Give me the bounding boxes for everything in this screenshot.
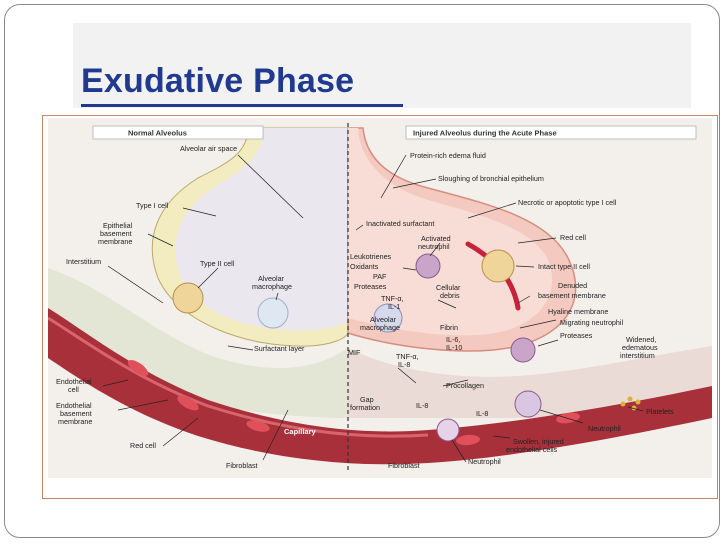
- label-surfactant-layer: Surfactant layer: [254, 344, 305, 353]
- label-alveolar-air-space: Alveolar air space: [180, 144, 237, 153]
- label-protein-rich-edema: Protein-rich edema fluid: [410, 151, 486, 160]
- slide-title: Exudative Phase: [81, 62, 355, 100]
- label-type-ii-cell: Type II cell: [200, 259, 235, 268]
- red-cell: [456, 434, 480, 446]
- label-il8-b: IL-8: [476, 409, 488, 418]
- label-oxidants: Oxidants: [350, 262, 379, 271]
- label-epithelial-bm-2: basement: [100, 229, 132, 238]
- label-widened-2: edematous: [622, 343, 658, 352]
- label-il8-a: IL-8: [416, 401, 428, 410]
- capillary-highlight: [48, 316, 429, 438]
- label-widened-1: Widened,: [626, 335, 656, 344]
- label-procollagen: Procollagen: [446, 381, 484, 390]
- label-endothelial-bm-2: basement: [60, 409, 92, 418]
- label-fibroblast-left: Fibroblast: [226, 461, 258, 470]
- label-swollen-2: endothelial cells: [506, 445, 558, 454]
- label-interstitium: Interstitium: [66, 257, 101, 266]
- label-mif: MIF: [348, 348, 361, 357]
- label-alveolar-macrophage-r1: Alveolar: [370, 315, 397, 324]
- label-migrating-neutrophil: Migrating neutrophil: [560, 318, 624, 327]
- interstitium-left: [48, 268, 348, 418]
- label-endothelial-bm-3: membrane: [58, 417, 92, 426]
- migrating-neutrophil: [510, 337, 536, 363]
- label-necrotic-type-i: Necrotic or apoptotic type I cell: [518, 198, 617, 207]
- label-gap-1: Gap: [360, 395, 374, 404]
- label-proteases-2: Proteases: [560, 331, 593, 340]
- label-epithelial-bm-1: Epithelial: [103, 221, 133, 230]
- label-tnf-il1-a: TNF-α,: [381, 294, 404, 303]
- capillary-band: [48, 308, 712, 465]
- label-tnf-il8-a: TNF-α,: [396, 352, 419, 361]
- label-endothelial-cell-2: cell: [68, 385, 79, 394]
- red-cell: [246, 420, 270, 432]
- platelet: [627, 396, 633, 402]
- label-red-cell-right: Red cell: [560, 233, 586, 242]
- alveolar-air-space: [175, 128, 348, 331]
- label-fibroblast-right: Fibroblast: [388, 461, 420, 470]
- label-endothelial-cell-1: Endothelial: [56, 377, 92, 386]
- edema-fluid: [348, 128, 553, 336]
- neutrophil: [436, 418, 460, 442]
- label-alveolar-macrophage-r2: macrophage: [360, 323, 400, 332]
- label-widened-3: interstitium: [620, 351, 655, 360]
- label-cellular-debris-2: debris: [440, 291, 460, 300]
- label-inactivated-surfactant: Inactivated surfactant: [366, 219, 434, 228]
- title-band: [73, 23, 691, 108]
- header-injured-alveolus: Injured Alveolus during the Acute Phase: [413, 129, 557, 138]
- type-ii-cell: [172, 282, 204, 314]
- label-alveolar-macrophage-1: Alveolar: [258, 274, 285, 283]
- label-il6-il10-b: IL-10: [446, 343, 462, 352]
- label-denuded-bm-1: Denuded: [558, 281, 587, 290]
- figure-border: [42, 115, 718, 499]
- label-alveolar-macrophage-2: macrophage: [252, 282, 292, 291]
- label-tnf-il8-b: IL-8: [398, 360, 410, 369]
- alveolus-diagram: Capillary Normal Alveolus Injured Alveol…: [48, 118, 712, 478]
- label-paf: PAF: [373, 272, 387, 281]
- label-hyaline-membrane: Hyaline membrane: [548, 307, 608, 316]
- label-activated-neutrophil-1: Activated: [421, 234, 451, 243]
- interstitium-right: [348, 346, 712, 418]
- alveolar-macrophage: [257, 297, 289, 329]
- activated-neutrophil: [415, 253, 441, 279]
- header-right-box: [405, 125, 697, 140]
- label-sloughing: Sloughing of bronchial epithelium: [438, 174, 544, 183]
- label-gap-2: formation: [350, 403, 380, 412]
- label-type-i-cell: Type I cell: [136, 201, 169, 210]
- header-left-box: [92, 125, 264, 140]
- neutrophil: [514, 390, 542, 418]
- label-endothelial-bm-1: Endothelial: [56, 401, 92, 410]
- capillary-label: Capillary: [284, 427, 317, 436]
- header-normal-alveolus: Normal Alveolus: [128, 129, 187, 138]
- label-cellular-debris-1: Cellular: [436, 283, 461, 292]
- label-red-cell-left: Red cell: [130, 441, 156, 450]
- title-underline: [81, 104, 403, 107]
- label-intact-type-ii: Intact type II cell: [538, 262, 590, 271]
- label-il6-il10-a: IL-6,: [446, 335, 460, 344]
- red-cell: [556, 412, 580, 424]
- label-tnf-il1-b: IL-1: [388, 302, 400, 311]
- intact-type-ii-cell: [481, 249, 515, 283]
- platelet: [635, 399, 641, 405]
- label-denuded-bm-2: basement membrane: [538, 291, 606, 300]
- label-activated-neutrophil-2: neutrophil: [418, 242, 450, 251]
- platelet: [620, 401, 626, 407]
- label-neutrophil-2: Neutrophil: [468, 457, 501, 466]
- red-cell: [177, 395, 199, 411]
- label-neutrophil: Neutrophil: [588, 424, 621, 433]
- label-platelets: Platelets: [646, 407, 674, 416]
- label-swollen-1: Swollen, injured: [513, 437, 564, 446]
- label-fibrin: Fibrin: [440, 323, 458, 332]
- label-proteases: Proteases: [354, 282, 387, 291]
- injured-alveolar-macrophage: [373, 303, 403, 333]
- label-epithelial-bm-3: membrane: [98, 237, 132, 246]
- label-leukotrienes: Leukotrienes: [350, 252, 392, 261]
- red-cell: [127, 359, 149, 377]
